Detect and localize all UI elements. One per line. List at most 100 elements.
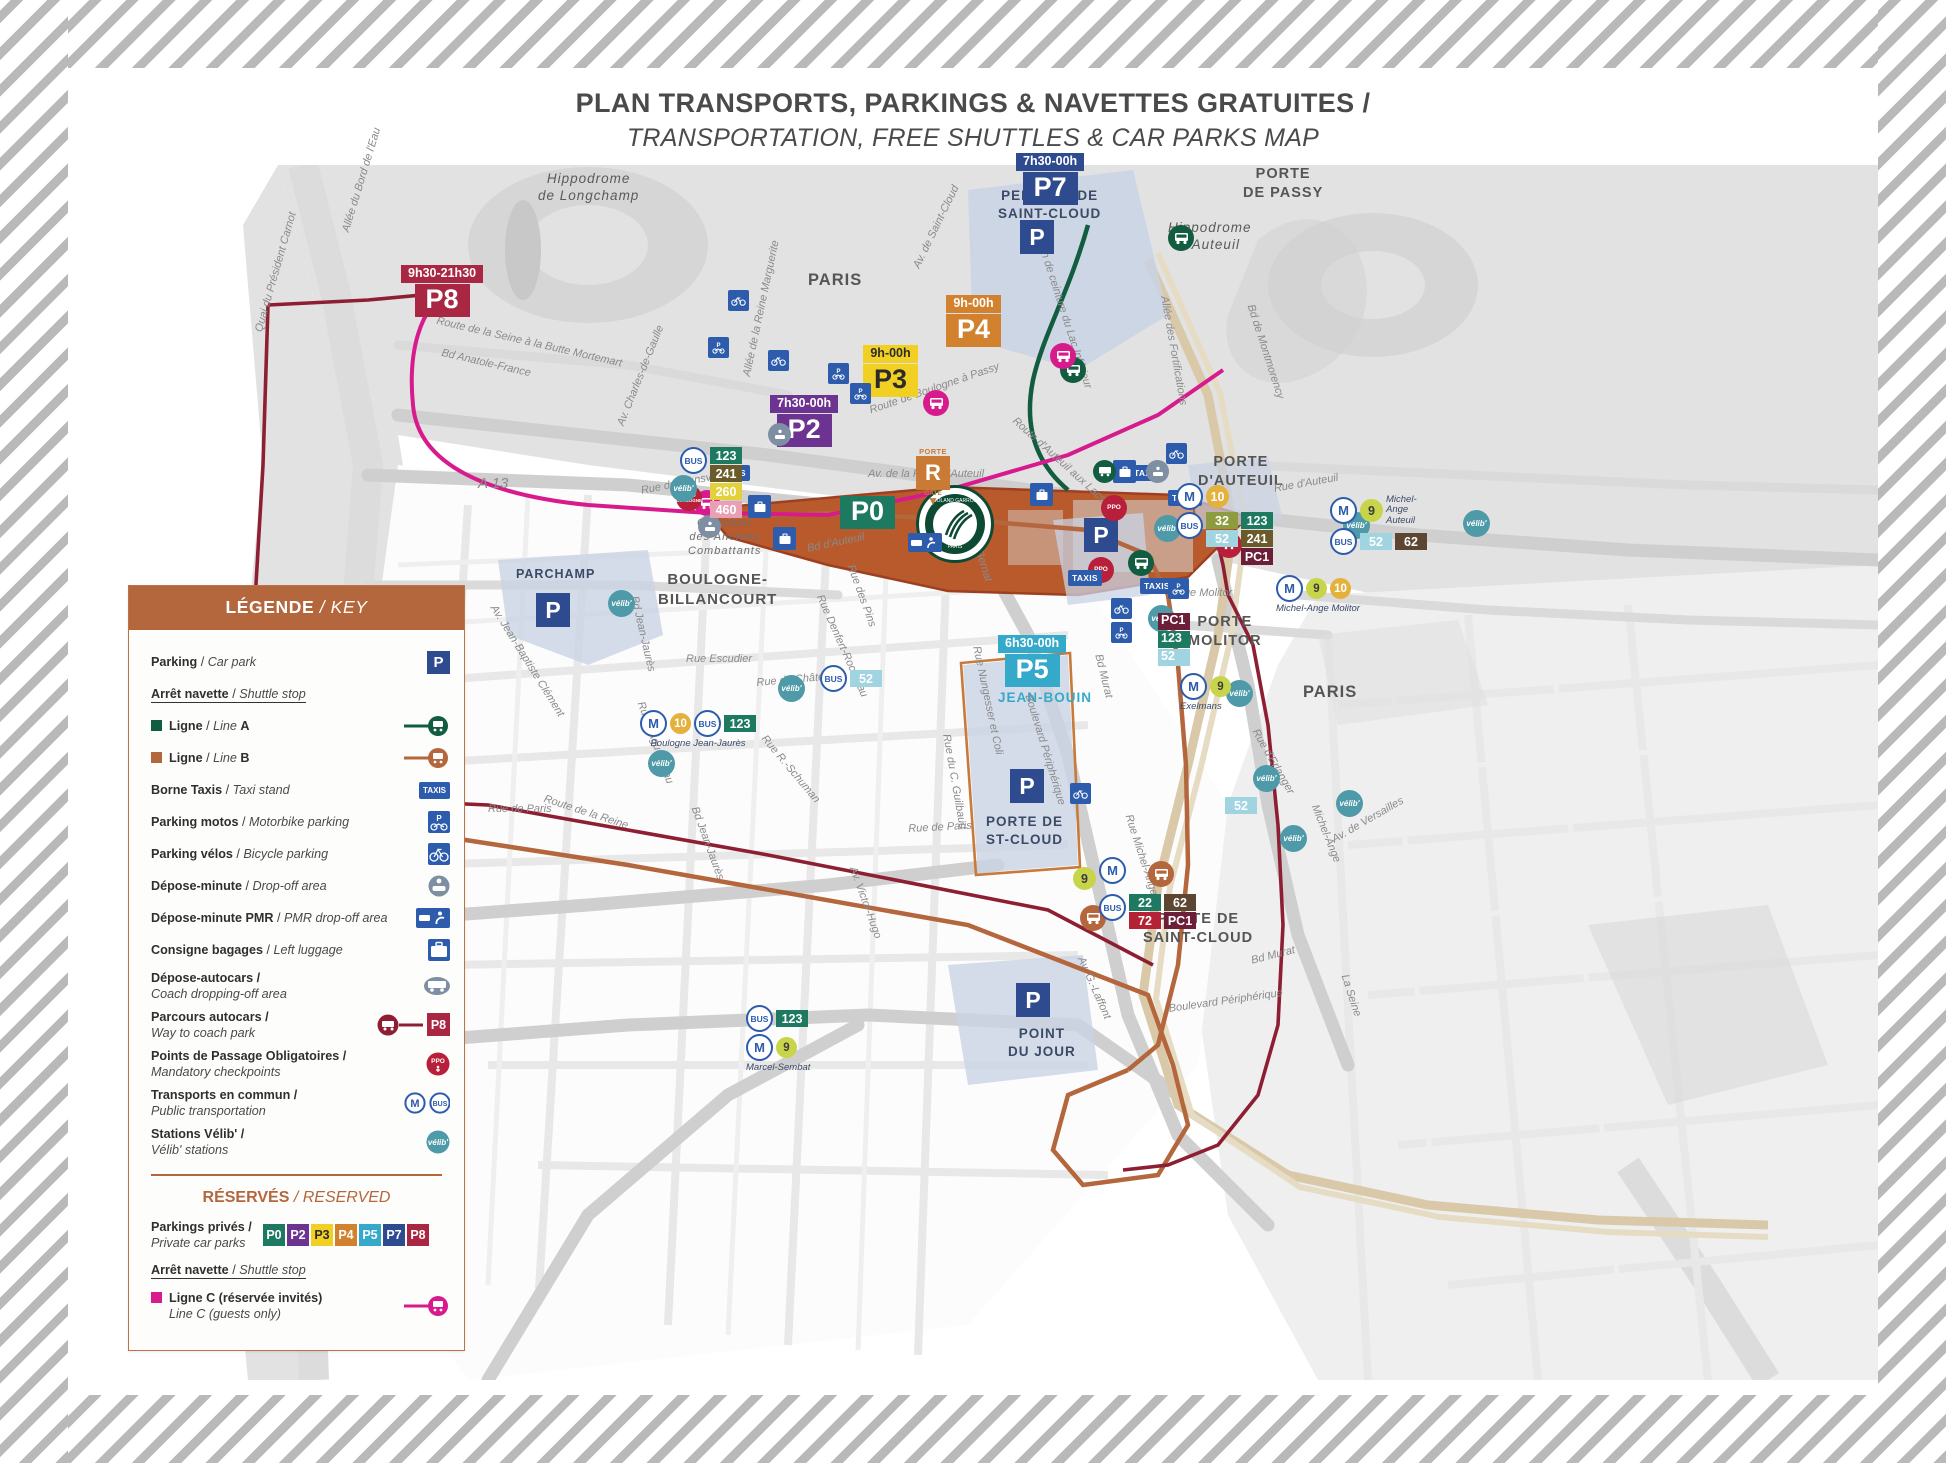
private-car-park-badges: P0 P2 P3 P4 P5 P7 P8 (263, 1223, 429, 1246)
transit-station-marcel-sembat[interactable]: BUS 123 M 9 Marcel-Sembat (746, 1005, 810, 1073)
shuttle-stop-lineB-peripherique[interactable] (1148, 861, 1174, 887)
parking-square-porte-auteuil[interactable]: P (1084, 518, 1118, 552)
velib-station-12[interactable]: vélib' (1336, 790, 1363, 817)
velib-station-7[interactable]: vélib' (1463, 510, 1490, 537)
parking-square-porte-st-cloud[interactable]: P (1010, 769, 1044, 803)
private-badge-P3: P3 (311, 1223, 333, 1246)
legend-transport-en: Public transportation (151, 1104, 266, 1119)
bicycle-parking-icon-4[interactable] (1166, 443, 1187, 464)
svg-text:P: P (858, 389, 862, 395)
legend-reserved-en: RESERVED (302, 1189, 391, 1207)
bus-line-PC1-molitor: PC1 (1158, 613, 1190, 630)
velib-station-11[interactable]: vélib' (1280, 825, 1307, 852)
coach-dropoff-icon-1[interactable] (1093, 460, 1116, 483)
car-park-P5-id: P5 (1004, 653, 1060, 687)
dropoff-icon-3[interactable] (1146, 460, 1169, 483)
taxi-stand-porte-auteuil[interactable]: TAXIS (1068, 570, 1102, 586)
car-park-P8[interactable]: 9h30-21h30 P8 (401, 265, 484, 317)
dropoff-icon-1[interactable] (768, 423, 791, 446)
bicycle-parking-icon-3[interactable] (1111, 598, 1132, 619)
svg-text:P: P (1176, 584, 1180, 590)
bus-line-123: 123 (710, 447, 742, 464)
motorbike-parking-icon-4[interactable]: P (1111, 622, 1132, 643)
legend-pmr-en: PMR drop-off area (283, 910, 388, 925)
car-park-P4[interactable]: 9h-00h P4 (946, 295, 1002, 347)
car-park-P0[interactable]: P0 (840, 495, 896, 530)
shuttle-stop-lineC-p3[interactable] (923, 390, 949, 416)
left-luggage-icon-2[interactable] (773, 527, 796, 550)
bus-cluster-molitor[interactable]: PC1 123 52 (1158, 613, 1190, 666)
gate-R[interactable]: PORTE R GATE ▼ (916, 447, 950, 507)
bus-circle-icon-escudier: BUS (820, 665, 847, 692)
car-park-P3[interactable]: 9h-00h P3 (863, 345, 919, 397)
shuttle-stop-lineA-pelouse[interactable] (1168, 225, 1194, 251)
metro-line-9-badge-exelmans: 9 (1210, 676, 1231, 697)
parking-square-parchamp[interactable]: P (536, 593, 570, 627)
car-park-P5[interactable]: 6h30-00h P5 (998, 635, 1067, 687)
bus-line-123-auteuil: 123 (1241, 512, 1273, 529)
bicycle-parking-icon-1[interactable] (728, 290, 749, 311)
motorbike-parking-icon-5[interactable]: P (1168, 578, 1189, 599)
legend-lineA-en: Line (213, 718, 237, 733)
velib-station-3[interactable]: vélib' (778, 675, 805, 702)
bus-line-52-murat[interactable]: 52 (1225, 797, 1257, 814)
velib-icon: vélib' (426, 1130, 450, 1154)
transit-station-exelmans[interactable]: M 9 Exelmans (1180, 673, 1231, 712)
legend-item-taxi: Borne Taxis / Taxi stand TAXIS (129, 774, 464, 806)
transit-station-porte-de-saint-cloud[interactable]: 9 M BUS 22 72 62 PC1 (1073, 857, 1196, 929)
legend-shuttle-en: Shuttle stop (239, 686, 306, 701)
taxi-stand-molitor[interactable]: TAXIS (1140, 578, 1174, 594)
parking-square-pelouse-saint-cloud[interactable]: P (1020, 220, 1054, 254)
velib-station-10[interactable]: vélib' (1253, 765, 1280, 792)
legend-item-public-transport: Transports en commun /Public transportat… (129, 1084, 464, 1123)
legend-private-fr: Parkings privés / (151, 1219, 252, 1234)
velib-station-2[interactable]: vélib' (608, 590, 635, 617)
car-park-P7[interactable]: 7h30-00h P7 (1016, 153, 1085, 205)
line-a-swatch (151, 719, 162, 731)
transit-station-michel-ange-molitor[interactable]: M 9 10 Michel-Ange Molitor (1276, 575, 1360, 614)
bus-circle-icon-bjj: BUS (694, 710, 721, 737)
metro-line-10-badge-mam: 10 (1330, 578, 1351, 599)
bicycle-parking-icon (428, 843, 450, 865)
title-line-2: TRANSPORTATION, FREE SHUTTLES & CAR PARK… (626, 124, 1320, 152)
private-badge-P4: P4 (335, 1223, 357, 1246)
legend-luggage-en: Left luggage (273, 942, 343, 957)
metro-circle-icon-bjj: M (640, 710, 667, 737)
velib-station-1[interactable]: vélib' (670, 475, 697, 502)
bus-line-52-ma: 52 (1360, 533, 1392, 551)
motorbike-parking-icon-2[interactable]: P (828, 363, 849, 384)
velib-station-4[interactable]: vélib' (648, 750, 675, 777)
motorbike-parking-icon-3[interactable]: P (850, 383, 871, 404)
shuttle-stop-lineC-p4[interactable] (1050, 343, 1076, 369)
shuttle-stop-lineA-auteuil[interactable] (1128, 550, 1154, 576)
left-luggage-icon-1[interactable] (748, 495, 771, 518)
motorbike-parking-icon-1[interactable]: P (708, 337, 729, 358)
private-badge-P8: P8 (407, 1223, 429, 1246)
bicycle-parking-icon-2[interactable] (768, 350, 789, 371)
bus-cluster-escudier[interactable]: BUS 52 (820, 665, 882, 692)
metro-circle-icon-ma-auteuil: M (1330, 497, 1357, 525)
pmr-dropoff-icon-1[interactable] (908, 533, 942, 552)
ppo-auteuil-icon[interactable]: PPO (1101, 495, 1127, 521)
dropoff-icon-2[interactable] (698, 515, 721, 538)
transit-station-porte-auteuil[interactable]: M 10 BUS 32 52 123 241 PC1 (1176, 483, 1273, 565)
legend-header-en: KEY (330, 597, 368, 617)
legend-item-dropoff: Dépose-minute / Drop-off area (129, 870, 464, 902)
bus-line-260: 260 (710, 483, 742, 500)
luggage-icon (428, 939, 450, 961)
car-park-P7-hours: 7h30-00h (1016, 153, 1085, 171)
bicycle-parking-icon-5[interactable] (1070, 783, 1091, 804)
bus-icon: BUS (428, 1092, 450, 1114)
motorbike-parking-icon: P (428, 811, 450, 833)
legend-item-ppo: Points de Passage Obligatoires /Mandator… (129, 1044, 464, 1083)
bus-cluster-transvaal[interactable]: BUS 123 241 260 460 (680, 447, 742, 518)
transit-station-boulogne-jean-jaures[interactable]: M 10 BUS 123 Boulogne Jean-Jaurès (640, 710, 756, 749)
left-luggage-icon-3[interactable] (1030, 483, 1053, 506)
parking-square-point-du-jour[interactable]: P (1016, 983, 1050, 1017)
bus-line-62-psc: 62 (1164, 894, 1196, 911)
legend-ppo-en: Mandatory checkpoints (151, 1065, 281, 1080)
metro-circle-icon-psc: M (1099, 857, 1126, 884)
svg-text:P: P (716, 343, 720, 349)
left-luggage-icon-4[interactable] (1113, 460, 1136, 483)
